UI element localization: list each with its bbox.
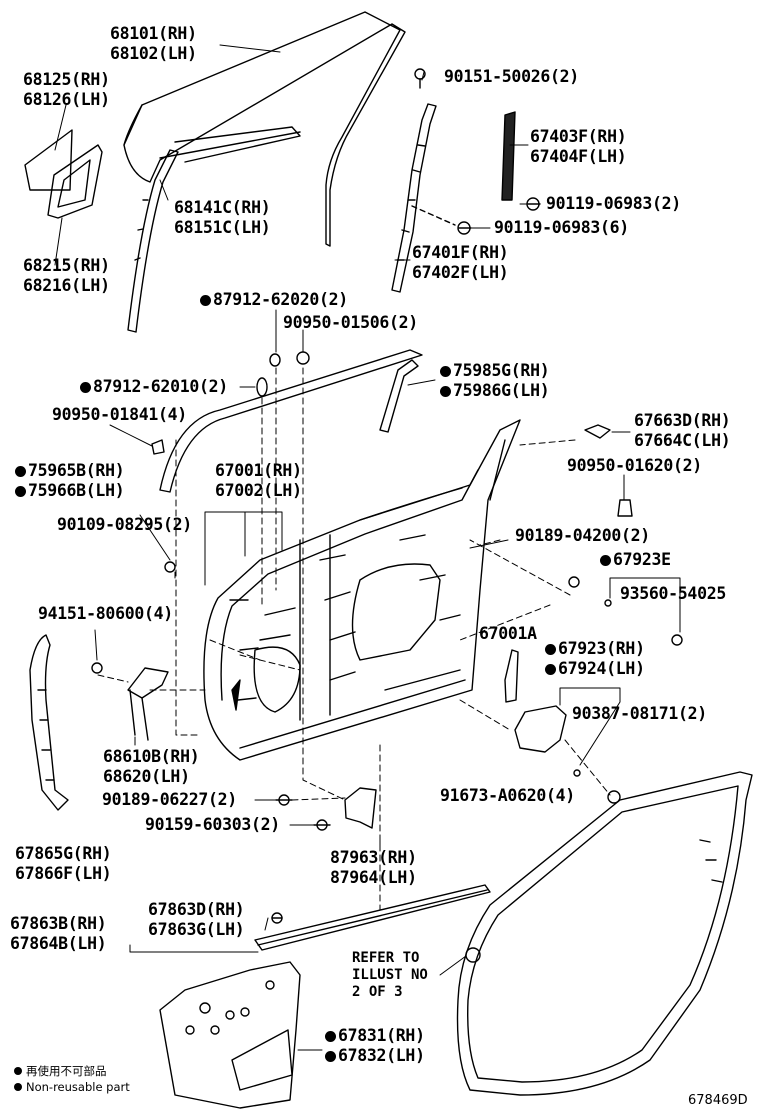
door-67001a-shape: [504, 649, 519, 703]
label-clip-87912-62010: 87912-62010(2): [80, 377, 228, 397]
label-bolt-90119-6: 90119-06983(6): [494, 218, 629, 237]
label-cover-67663: 67663D(RH)67664C(LH): [634, 411, 731, 450]
clip-90950-01506-shape: [296, 351, 310, 365]
nut-90109-shape: [164, 561, 176, 573]
dashed-leader-lines: [97, 367, 611, 911]
non-reusable-dot: [325, 1031, 336, 1042]
legend-item-en: Non-reusable part: [14, 1079, 130, 1095]
small-clip-shape: [573, 769, 581, 777]
label-weatherstrip-67863d: 67863D(RH)67863G(LH): [148, 900, 245, 939]
screw-90151-shape: [414, 68, 426, 89]
label-plug-67923e: 67923E: [600, 550, 671, 570]
plug-67923-shape: [671, 634, 683, 646]
label-nut-90109: 90109-08295(2): [57, 515, 192, 534]
label-clip-90189-06227: 90189-06227(2): [102, 790, 237, 809]
non-reusable-dot: [600, 555, 611, 566]
label-clip-90189-04200: 90189-04200(2): [515, 526, 650, 545]
non-reusable-dot: [545, 644, 556, 655]
non-reusable-dot: [545, 664, 556, 675]
label-glass: 68101(RH)68102(LH): [110, 24, 197, 63]
clip-90950-01841-shape: [151, 439, 165, 455]
plug-93560-shape: [604, 599, 612, 607]
legend: 再使用不可部品 Non-reusable part: [14, 1063, 130, 1095]
quarter-weatherstrip-shape: [47, 144, 103, 219]
legend-dot: [14, 1067, 22, 1075]
clip-90189-04200-shape: [568, 576, 580, 588]
label-bolt-90119-2: 90119-06983(2): [546, 194, 681, 213]
clip-67863d-shape: [271, 912, 283, 924]
non-reusable-dot: [15, 486, 26, 497]
label-check-68610: 68610B(RH)68620(LH): [103, 747, 200, 786]
label-quarter-glass: 68125(RH)68126(LH): [23, 70, 110, 109]
label-plug-93560: 93560-54025: [620, 584, 726, 603]
label-quarter-weatherstrip: 68215(RH)68216(LH): [23, 256, 110, 295]
label-bolt-94151: 94151-80600(4): [38, 604, 173, 623]
label-weatherstrip-75985: 75985G(RH)75986G(LH): [440, 361, 550, 401]
label-clip-90387: 90387-08171(2): [572, 704, 707, 723]
label-screw-90151: 90151-50026(2): [444, 67, 579, 86]
door-check-shape: [127, 667, 169, 741]
non-reusable-dot: [440, 386, 451, 397]
clip-90189-06227-shape: [275, 794, 293, 806]
label-weatherstrip-67863b: 67863B(RH)67864B(LH): [10, 914, 107, 953]
label-door-67001a: 67001A: [479, 624, 537, 643]
bolt-90119-shape-b: [457, 221, 472, 235]
non-reusable-dot: [80, 382, 91, 393]
legend-item-jp: 再使用不可部品: [14, 1063, 130, 1079]
run-channel-shape: [127, 149, 179, 333]
label-clip-90950-01841: 90950-01841(4): [52, 405, 187, 424]
label-clip-90950-01620: 90950-01620(2): [567, 456, 702, 475]
label-run-channel: 68141C(RH)68151C(LH): [174, 198, 271, 237]
label-cover-67831: 67831(RH)67832(LH): [325, 1026, 425, 1066]
bracket-90387-shape: [514, 705, 567, 753]
clip-90950-01620-shape: [617, 499, 633, 517]
label-frame-67401: 67401F(RH)67402F(LH): [412, 243, 509, 282]
door-panel-shape: [203, 419, 521, 761]
diagram-code: 678469D: [688, 1093, 748, 1108]
label-clip-90950-01506: 90950-01506(2): [283, 313, 418, 332]
clip-87912-62020-shape: [269, 353, 281, 367]
non-reusable-dot: [325, 1051, 336, 1062]
quarter-glass-shape: [24, 129, 73, 191]
label-clip-91673: 91673-A0620(4): [440, 786, 575, 805]
door-glass-shape: [123, 11, 406, 247]
leader-bolt-90119: [411, 205, 456, 226]
non-reusable-dot: [15, 466, 26, 477]
label-seal-67865: 67865G(RH)67866F(LH): [15, 844, 112, 883]
label-door-panel: 67001(RH)67002(LH): [215, 461, 302, 500]
cover-67663-shape: [584, 424, 611, 439]
upper-weatherstrip-shape: [159, 349, 423, 493]
label-plug-67923: 67923(RH)67924(LH): [545, 639, 645, 679]
opening-weatherstrip-shape: [456, 771, 753, 1096]
label-garnish-67403: 67403F(RH)67404F(LH): [530, 127, 627, 166]
clip-91673-shape: [607, 790, 621, 804]
non-reusable-dot: [440, 366, 451, 377]
label-screw-90159: 90159-60303(2): [145, 815, 280, 834]
weatherstrip-75985-shape: [379, 359, 419, 433]
leader-lines: [54, 44, 681, 1051]
seal-67865-shape: [29, 634, 69, 811]
non-reusable-dot: [200, 295, 211, 306]
bolt-94151-shape: [91, 662, 103, 674]
label-moulding-75965: 75965B(RH)75966B(LH): [15, 461, 125, 501]
garnish-67403-shape: [501, 111, 516, 201]
clip-87912-62010-shape: [256, 377, 268, 397]
label-clip-87912-62020: 87912-62020(2): [200, 290, 348, 310]
bracket-87963-shape: [344, 787, 377, 829]
screw-90159-shape: [313, 819, 331, 831]
lower-weatherstrip-shape: [254, 884, 491, 951]
cover-67831-shape: [159, 961, 301, 1109]
legend-dot: [14, 1083, 22, 1091]
label-bracket-87963: 87963(RH)87964(LH): [330, 848, 417, 887]
